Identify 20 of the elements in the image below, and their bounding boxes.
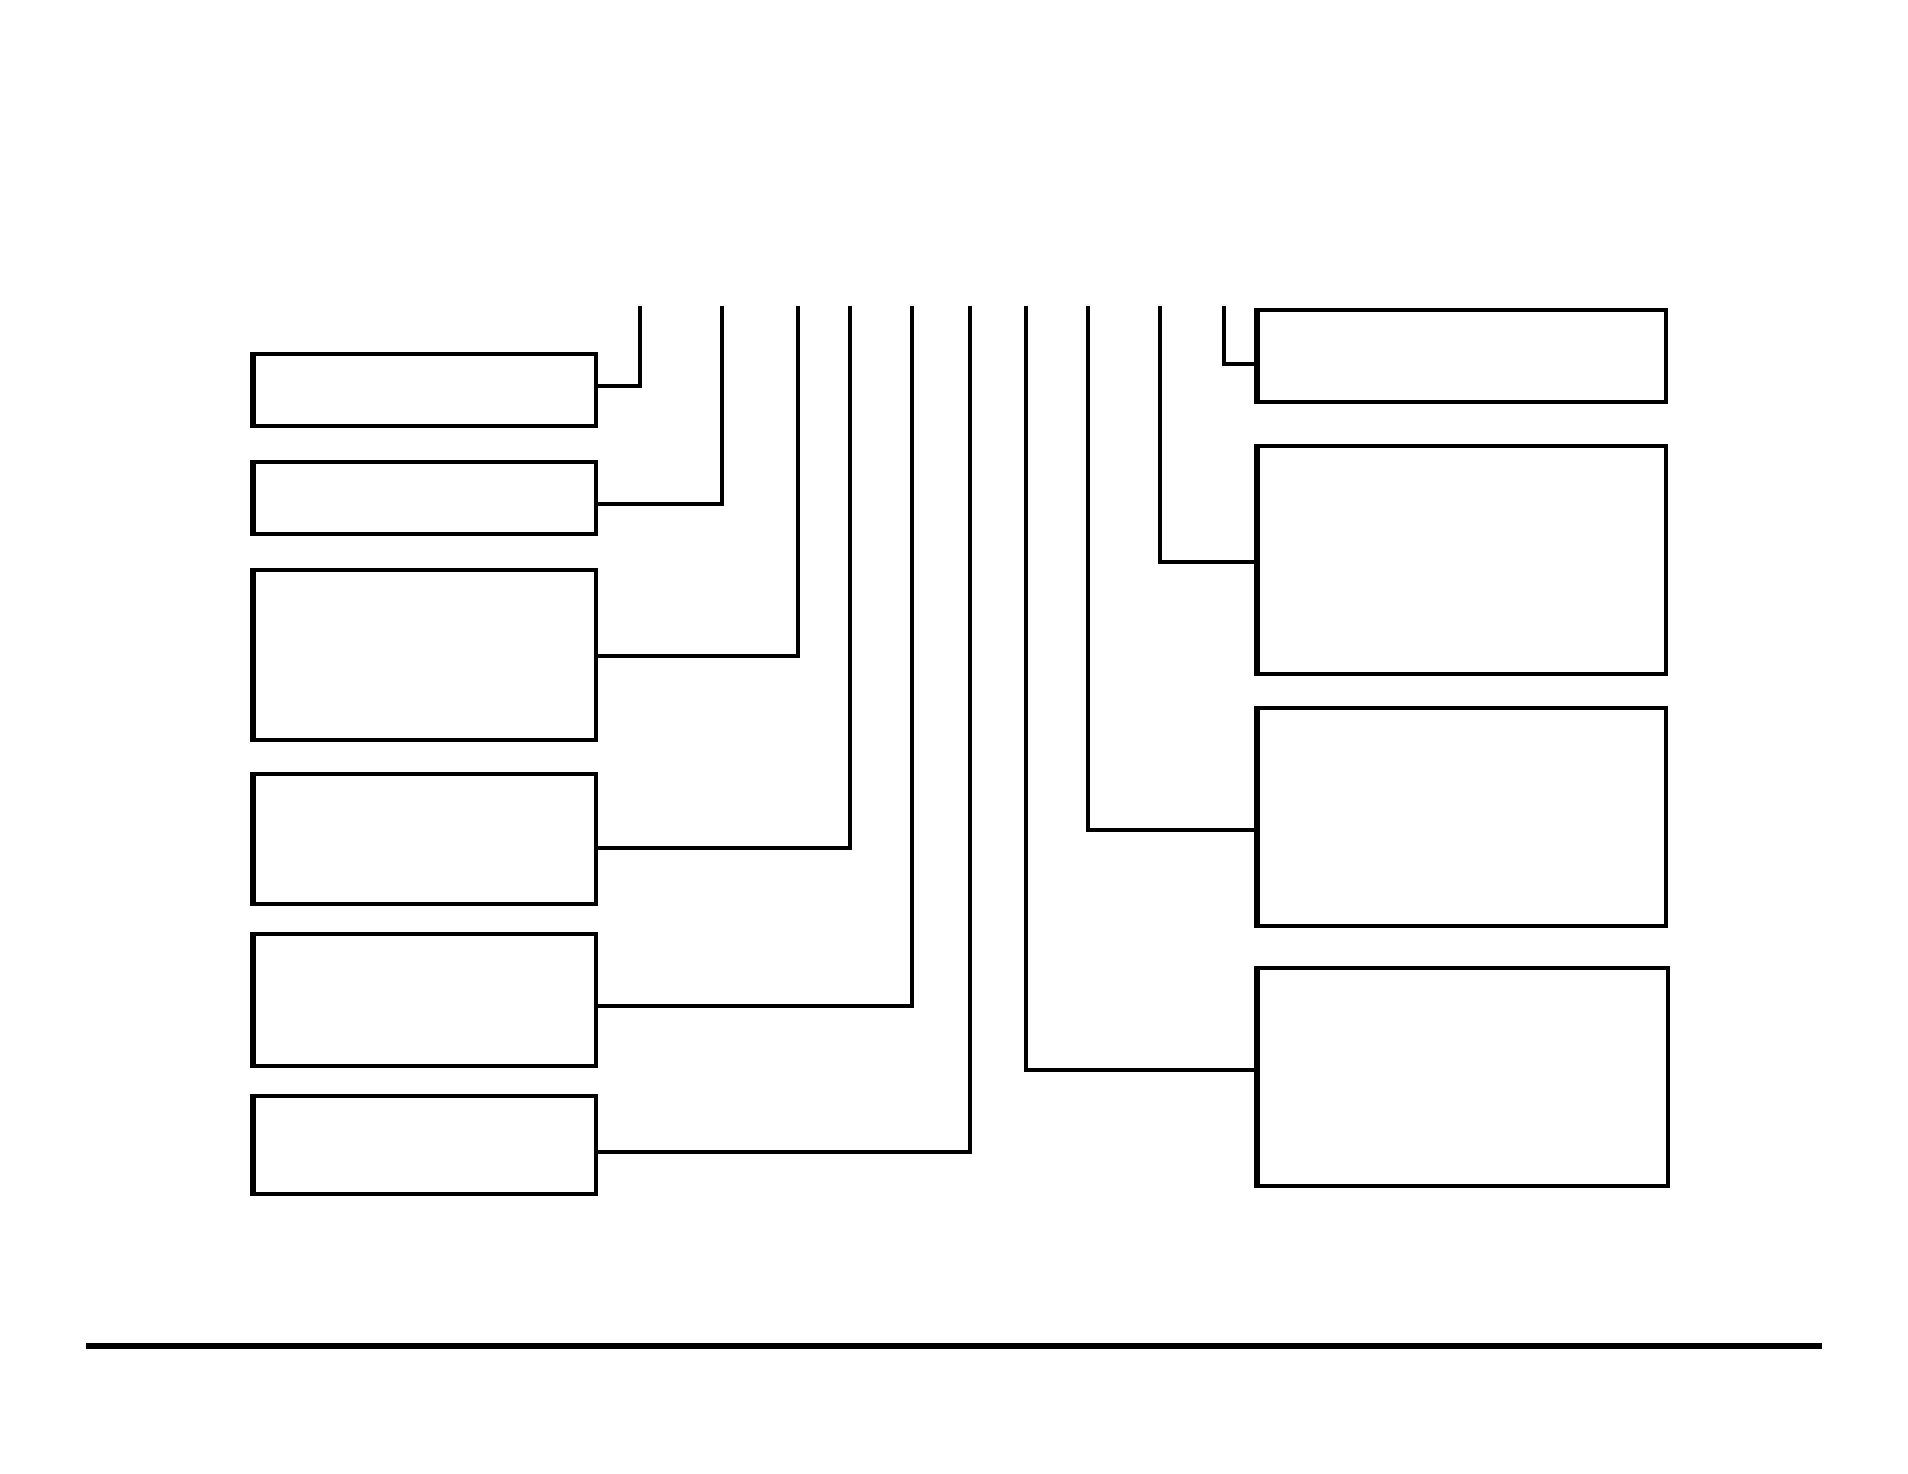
leader-line — [598, 306, 800, 658]
leader-line — [1086, 306, 1254, 832]
leader-line — [598, 306, 972, 1154]
callout-box — [1254, 966, 1670, 1188]
callout-box — [250, 460, 598, 536]
callout-box — [250, 932, 598, 1068]
leader-line — [1158, 306, 1254, 564]
callout-box — [250, 568, 598, 742]
callout-box — [250, 352, 598, 428]
leader-line — [598, 306, 852, 850]
callout-box — [1254, 308, 1668, 404]
leader-line — [598, 306, 642, 388]
callout-box — [250, 772, 598, 906]
leader-line — [1024, 306, 1254, 1072]
leader-line — [598, 306, 724, 506]
callout-box — [1254, 444, 1668, 676]
leader-line — [1222, 306, 1254, 366]
callout-box — [1254, 706, 1668, 928]
callout-box — [250, 1094, 598, 1196]
leader-line — [598, 306, 914, 1008]
